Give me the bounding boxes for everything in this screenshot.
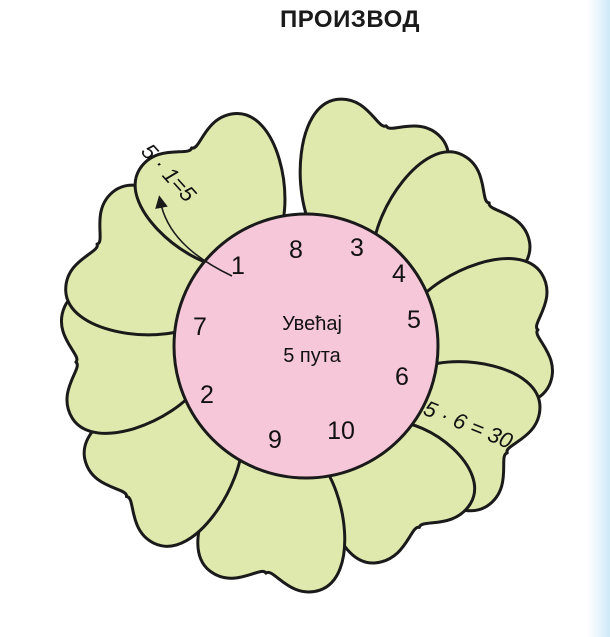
number-7: 7 [193,313,207,341]
center-label-line1: Увећај [282,313,342,335]
number-8: 8 [289,236,303,264]
number-4: 4 [392,260,406,288]
number-3: 3 [350,234,364,262]
number-2: 2 [200,381,214,409]
number-1: 1 [231,252,245,280]
number-10: 10 [327,417,355,445]
number-9: 9 [268,426,282,454]
number-5: 5 [407,306,421,334]
number-6: 6 [395,363,409,391]
center-label-line2: 5 пута [283,345,341,367]
